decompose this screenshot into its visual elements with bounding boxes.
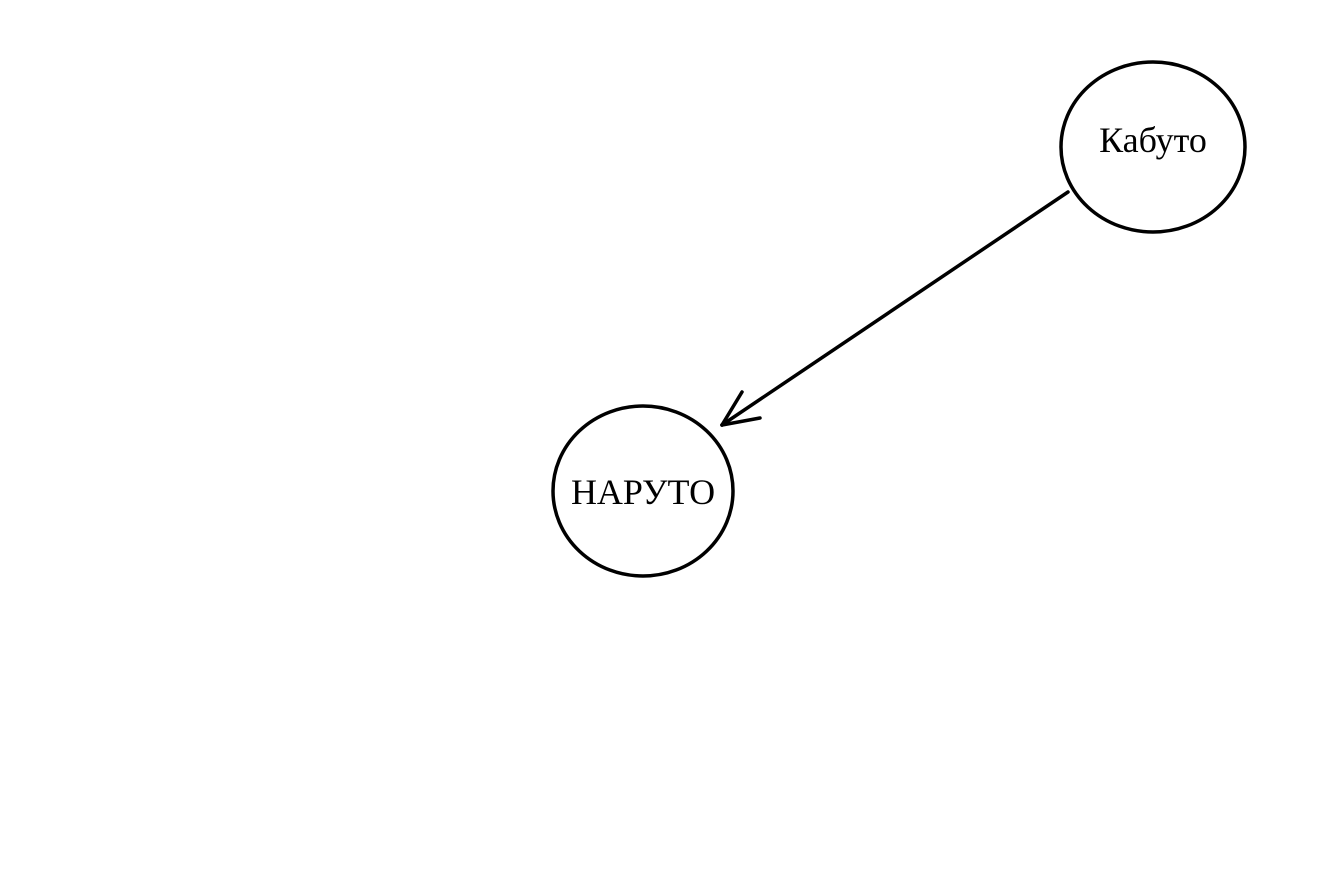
node-naruto-circle xyxy=(551,404,735,578)
edge-kabuto-to-naruto xyxy=(720,190,1070,427)
node-kabuto-circle xyxy=(1059,60,1247,234)
node-kabuto-label: Кабуто xyxy=(1099,120,1207,160)
node-naruto-label: НАРУТО xyxy=(571,472,715,512)
edge-line xyxy=(720,190,1070,427)
node-naruto: НАРУТО xyxy=(551,404,735,578)
arrowhead-right-icon xyxy=(720,416,762,427)
arrowhead-left-icon xyxy=(720,390,744,427)
node-kabuto: Кабуто xyxy=(1059,60,1247,234)
